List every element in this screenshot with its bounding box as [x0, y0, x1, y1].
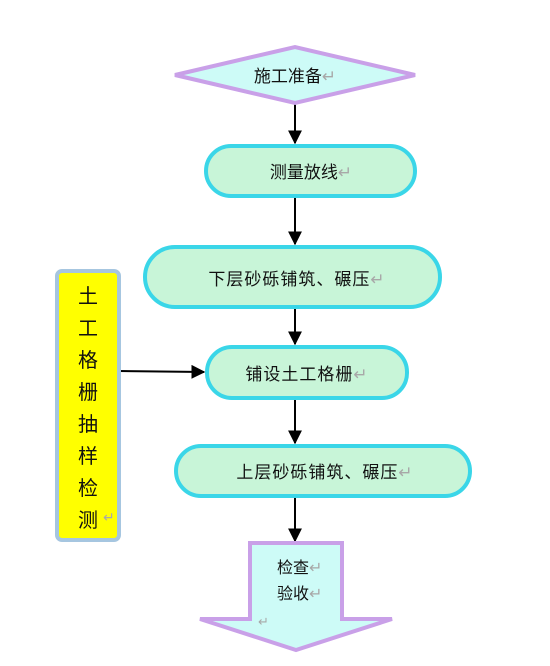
- side-box-char: 土: [78, 284, 98, 308]
- side-box-char: 栅: [78, 380, 98, 404]
- side-box-char: 格: [78, 348, 98, 372]
- node-lay-geogrid-label: 铺设土工格栅↵: [245, 365, 368, 385]
- side-box-char: 样: [78, 444, 98, 468]
- side-box-text: 土 工 格 栅 抽 样 检 测: [78, 284, 98, 532]
- node-survey-layout-label: 测量放线↵: [270, 163, 352, 183]
- node-inspection-return-mark: ↵: [258, 615, 269, 630]
- node-inspection-line1: 检查↵: [277, 558, 322, 577]
- node-inspection-acceptance: [199, 541, 393, 653]
- side-box-geogrid-sampling: [55, 269, 121, 542]
- node-inspection-line2: 验收↵: [277, 584, 322, 603]
- node-lay-geogrid: [205, 345, 409, 400]
- side-box-return-mark: ↵: [103, 510, 115, 526]
- side-box-char: 检: [78, 476, 98, 500]
- node-lower-gravel-label: 下层砂砾铺筑、碾压↵: [208, 270, 385, 290]
- side-box-char: 测: [78, 508, 98, 532]
- node-construction-prep-label: 施工准备↵: [254, 67, 336, 87]
- side-box-char: 抽: [78, 412, 98, 436]
- node-construction-prep: [174, 44, 416, 106]
- arrow-side-to-geogrid: [118, 364, 206, 379]
- node-lower-gravel: [143, 245, 442, 309]
- side-box-char: 工: [78, 316, 98, 340]
- node-survey-layout: [204, 144, 417, 198]
- node-upper-gravel-label: 上层砂砾铺筑、碾压↵: [236, 463, 413, 483]
- node-upper-gravel: [174, 444, 472, 498]
